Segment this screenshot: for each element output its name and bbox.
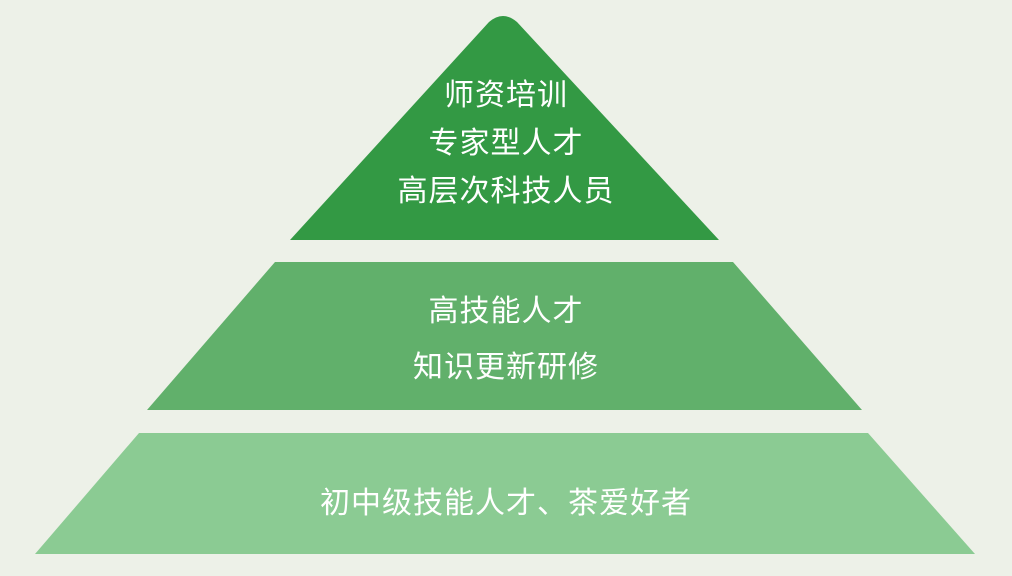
- pyramid-tier-top-shape: [290, 16, 719, 240]
- tier-middle-line-1: 高技能人才: [428, 294, 584, 329]
- tier-top-line-1: 师资培训: [444, 78, 568, 113]
- tier-middle-line-2: 知识更新研修: [413, 350, 599, 385]
- pyramid-tier-top-label: 师资培训 专家型人才 高层次科技人员: [0, 72, 1012, 216]
- pyramid-tier-bottom-shape: [35, 433, 975, 554]
- pyramid-tier-bottom-label: 初中级技能人才、茶爱好者: [0, 480, 1012, 528]
- pyramid-tier-middle-shape: [147, 262, 862, 410]
- pyramid-tier-middle-label: 高技能人才 知识更新研修: [0, 284, 1012, 396]
- tier-top-line-3: 高层次科技人员: [397, 174, 615, 209]
- tier-top-line-2: 专家型人才: [428, 126, 584, 161]
- tier-bottom-line-1: 初中级技能人才、茶爱好者: [320, 486, 692, 521]
